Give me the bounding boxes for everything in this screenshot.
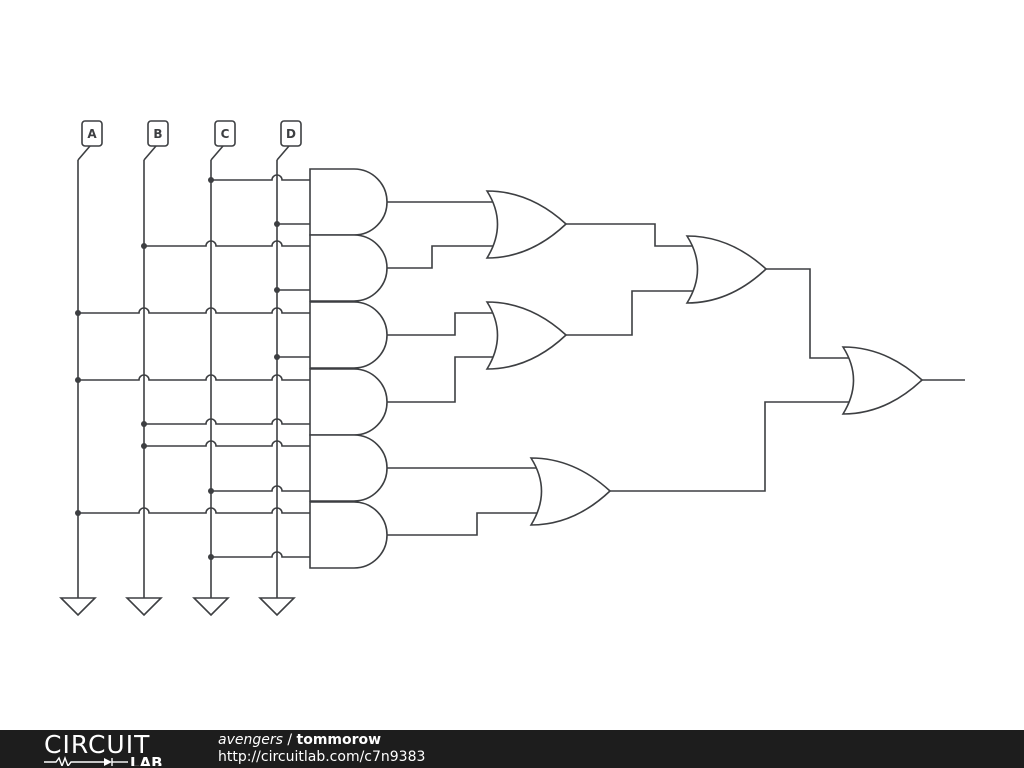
svg-text:D: D — [286, 127, 296, 141]
path-separator: / — [282, 732, 297, 748]
owner-name[interactable]: avengers — [218, 732, 283, 748]
ground-symbol-a — [59, 597, 97, 617]
input-wires — [78, 174, 310, 558]
final-or-input-wires — [610, 268, 852, 492]
junction-dots — [75, 177, 280, 560]
svg-text:C: C — [221, 127, 230, 141]
schematic-canvas: A B C D — [59, 120, 965, 617]
project-name[interactable]: tommorow — [296, 732, 382, 748]
footer-bar: CIRCUIT LAB avengers / tommorow http://c… — [0, 730, 1024, 768]
ground-symbol-c — [192, 597, 230, 617]
input-label-a[interactable]: A — [77, 120, 103, 161]
ground-symbol-b — [125, 597, 163, 617]
input-label-b[interactable]: B — [143, 120, 169, 161]
svg-text:B: B — [153, 127, 162, 141]
svg-text:LAB: LAB — [130, 754, 163, 766]
footer-caption: avengers / tommorow http://circuitlab.co… — [218, 732, 425, 766]
svg-text:CIRCUIT: CIRCUIT — [44, 732, 150, 759]
and-gate-2[interactable] — [309, 234, 388, 302]
and-gate-3[interactable] — [309, 301, 388, 369]
or-gate-3[interactable] — [529, 457, 612, 526]
and-gate-1[interactable] — [309, 168, 388, 236]
project-url[interactable]: http://circuitlab.com/c7n9383 — [218, 749, 426, 765]
or-to-or-wires — [566, 223, 697, 336]
and-gate-5[interactable] — [309, 434, 388, 502]
input-label-d[interactable]: D — [276, 120, 302, 161]
input-label-c[interactable]: C — [210, 120, 236, 161]
svg-text:A: A — [87, 127, 97, 141]
or-gate-final[interactable] — [841, 346, 924, 415]
and-gate-4[interactable] — [309, 368, 388, 436]
and-gate-6[interactable] — [309, 501, 388, 569]
or-gate-2[interactable] — [485, 301, 568, 370]
ground-symbol-d — [258, 597, 296, 617]
and-to-or-wires — [387, 201, 541, 536]
circuitlab-logo[interactable]: CIRCUIT LAB — [42, 732, 182, 766]
or-gate-4[interactable] — [685, 235, 768, 304]
or-gate-1[interactable] — [485, 190, 568, 259]
